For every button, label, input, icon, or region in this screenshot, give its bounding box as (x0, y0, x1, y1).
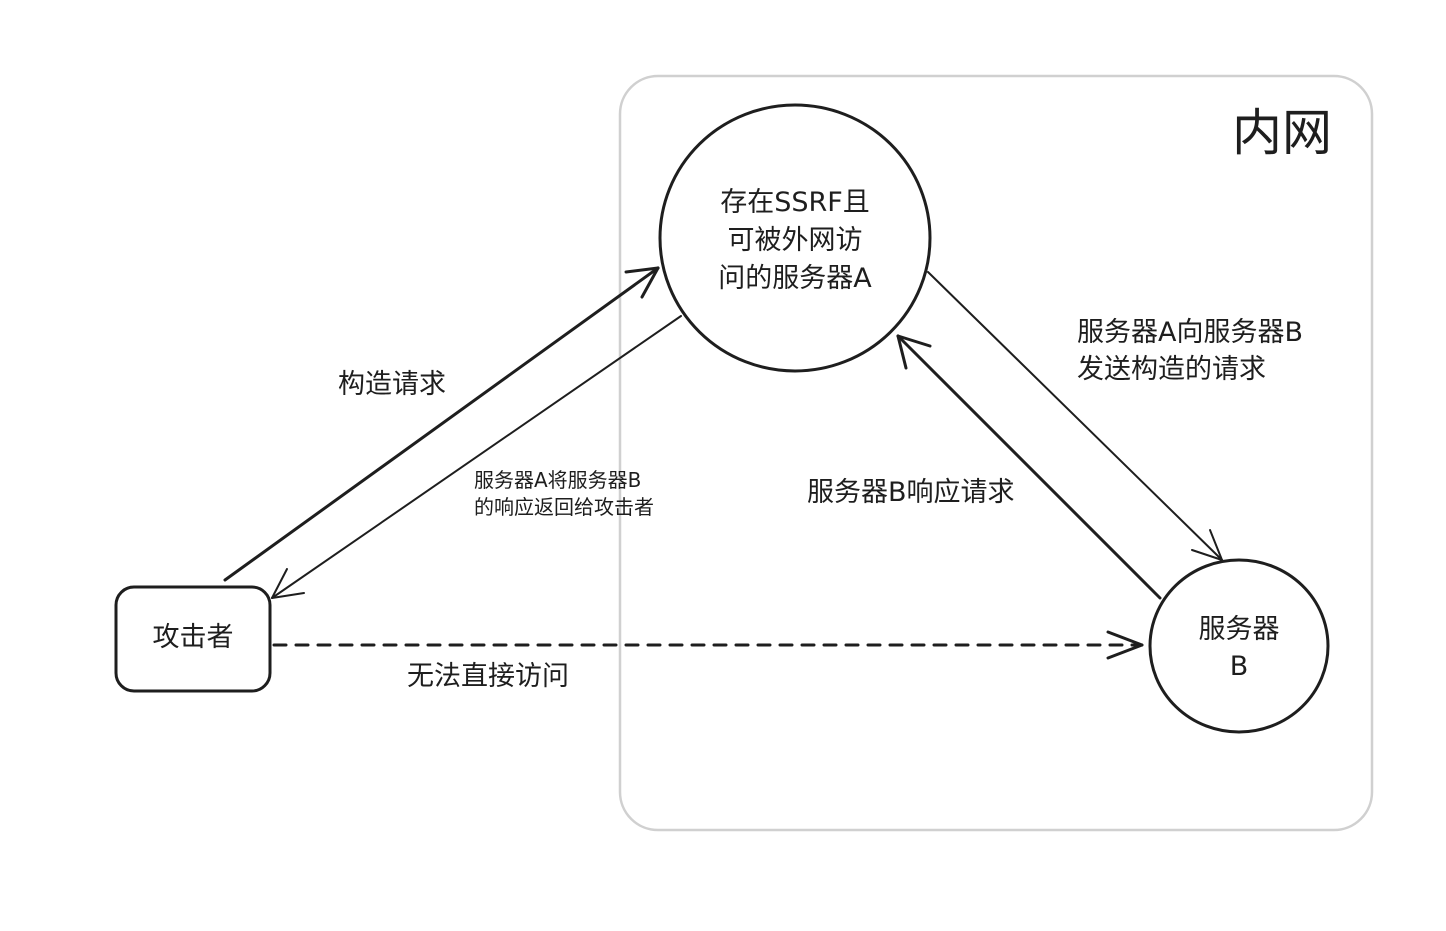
b-responds-label: 服务器B响应请求 (807, 477, 1015, 508)
no-direct-access-arrow (272, 630, 1144, 660)
build-request-label: 构造请求 (338, 369, 446, 400)
return-response-arrow (271, 315, 682, 599)
server-a-label: 存在SSRF且 可被外网访 问的服务器A (718, 187, 872, 294)
no-direct-access-label: 无法直接访问 (407, 661, 569, 692)
build-request-arrow (223, 266, 660, 582)
b-responds-arrow (896, 334, 1162, 600)
a-sends-to-b-label: 服务器A向服务器B 发送构造的请求 (1077, 317, 1303, 385)
server-a-node[interactable] (658, 103, 932, 373)
return-response-label: 服务器A将服务器B 的响应返回给攻击者 (474, 468, 654, 519)
intranet-zone (618, 74, 1374, 832)
a-sends-to-b-arrow (927, 271, 1223, 561)
attacker-label: 攻击者 (152, 622, 234, 653)
server-b-node[interactable] (1148, 558, 1330, 734)
intranet-zone-label: 内网 (1232, 104, 1332, 162)
attacker-node[interactable] (114, 585, 272, 693)
server-b-label: 服务器 B (1198, 614, 1280, 682)
